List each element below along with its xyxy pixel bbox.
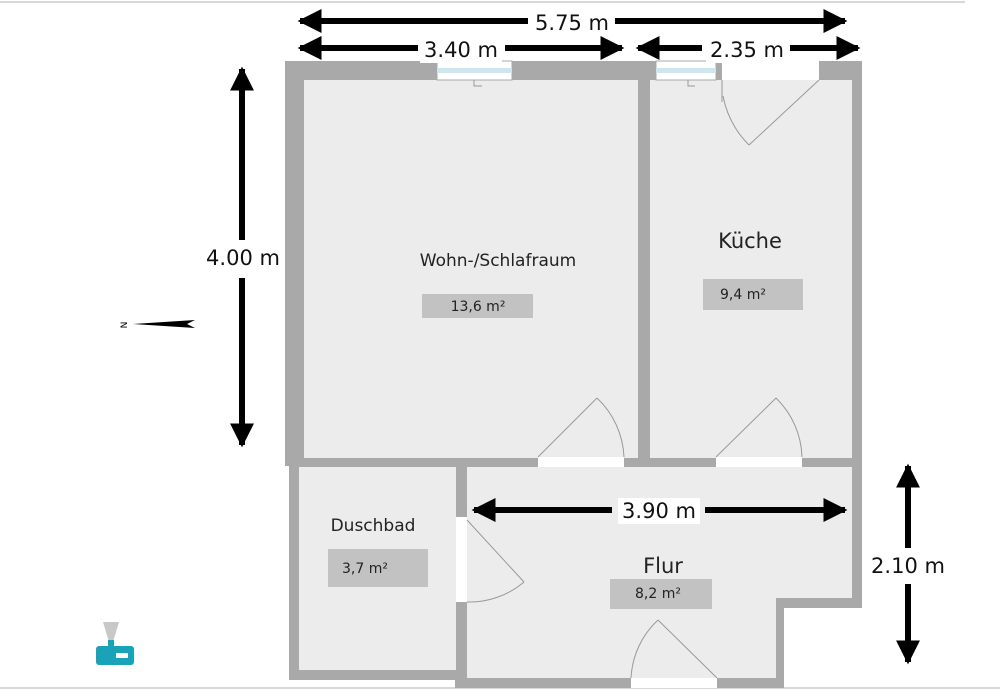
- dim-flur-width-label: 3.90 m: [622, 499, 696, 523]
- door-wohn-leaf: [537, 397, 598, 458]
- door-kueche-top-arc: [722, 95, 750, 146]
- duschbad-area-box: [328, 549, 428, 587]
- door-opening-kueche: [716, 457, 802, 467]
- compass: N: [120, 320, 195, 328]
- door-opening-entrance: [631, 678, 717, 688]
- dim-flur-height-label: 2.10 m: [871, 554, 945, 578]
- dim-flur-width-label-bg: [618, 498, 700, 524]
- kueche-area: 9,4 m²: [720, 287, 766, 303]
- flur-floor: [467, 467, 852, 678]
- dim-height-label-bg: [202, 245, 284, 271]
- duschbad-area: 3,7 m²: [342, 561, 388, 577]
- projector-camera-icon: [96, 622, 134, 665]
- wohn-name: Wohn-/Schlafraum: [420, 251, 576, 271]
- wohn-floor: [304, 80, 638, 458]
- door-entrance-arc: [630, 619, 659, 679]
- door-kueche-arc: [775, 397, 803, 458]
- kueche-floor: [650, 80, 852, 458]
- dim-right-label: 2.35 m: [710, 38, 784, 62]
- door-wohn-arc: [596, 397, 625, 458]
- logo-lens: [108, 640, 114, 646]
- compass-needle: [133, 320, 195, 328]
- windows: [436, 60, 819, 87]
- door-bath-leaf: [466, 519, 525, 583]
- window-kueche-glass: [656, 68, 716, 73]
- doors: [456, 79, 820, 688]
- logo-slot: [116, 653, 128, 658]
- duschbad-name: Duschbad: [331, 516, 416, 536]
- window-wohn-handle: [473, 80, 482, 87]
- door-entrance-leaf: [657, 619, 718, 679]
- dim-left-label: 3.40 m: [424, 38, 498, 62]
- dim-total-label-bg: [531, 10, 613, 36]
- door-kueche-top-leaf: [748, 79, 820, 146]
- dim-height-label: 4.00 m: [206, 246, 280, 270]
- flur-name: Flur: [643, 554, 683, 578]
- window-wohn-glass: [437, 68, 512, 73]
- dim-total-label: 5.75 m: [535, 11, 609, 35]
- dim-right-label-bg: [706, 37, 788, 63]
- logo-beam: [103, 622, 119, 642]
- logo-body: [96, 646, 134, 665]
- door-kueche-leaf: [715, 397, 777, 458]
- window-kueche-handle: [687, 80, 695, 87]
- door-bath-arc: [466, 581, 525, 603]
- floors: [299, 80, 852, 678]
- flur-area: 8,2 m²: [635, 586, 681, 602]
- wohn-area: 13,6 m²: [451, 299, 506, 315]
- wohn-area-box: [422, 294, 533, 318]
- door-opening-wohn: [538, 457, 624, 467]
- dim-flur-height-label-bg: [867, 553, 949, 579]
- dimension-arrows: [230, 8, 920, 665]
- compass-north-label: N: [120, 322, 130, 329]
- door-opening-kueche-top: [722, 61, 819, 80]
- kueche-area-box: [703, 279, 803, 310]
- kueche-name: Küche: [718, 229, 782, 253]
- door-opening-bath: [456, 517, 467, 602]
- dim-left-label-bg: [420, 37, 502, 63]
- flur-area-box: [610, 579, 712, 609]
